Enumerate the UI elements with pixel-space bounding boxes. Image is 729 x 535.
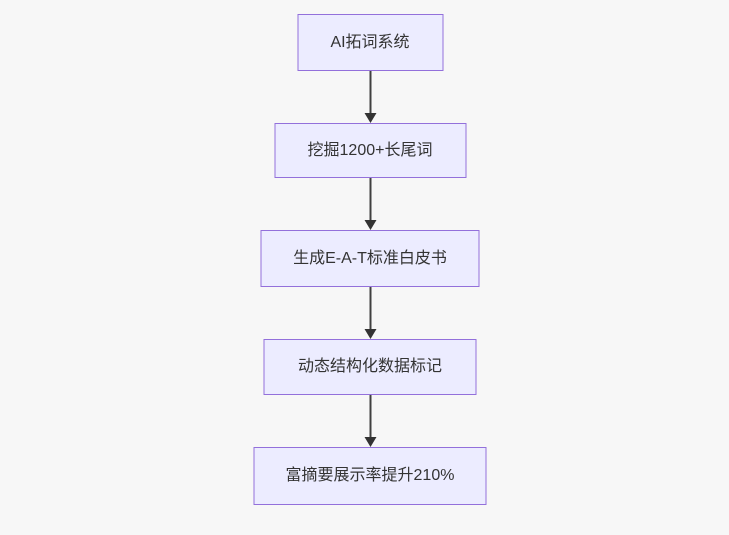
arrowhead-down-icon: [364, 329, 376, 339]
flow-node-eat-whitepaper-generation: 生成E-A-T标准白皮书: [260, 230, 480, 287]
arrow-line: [369, 71, 371, 114]
arrow-line: [369, 395, 371, 438]
flow-node-ai-word-expansion-system: AI拓词系统: [297, 14, 443, 71]
flow-node-dynamic-structured-data-markup: 动态结构化数据标记: [263, 339, 477, 395]
arrow-line: [369, 287, 371, 330]
flow-node-longtail-keyword-mining: 挖掘1200+长尾词: [274, 123, 466, 178]
arrowhead-down-icon: [364, 113, 376, 123]
flow-edge-c-d: [364, 287, 376, 339]
flow-edge-a-b: [364, 71, 376, 123]
flow-node-label: 挖掘1200+长尾词: [307, 141, 433, 159]
flowchart: AI拓词系统 挖掘1200+长尾词 生成E-A-T标准白皮书 动态结构化数据标记…: [253, 14, 487, 505]
flow-node-label: 富摘要展示率提升210%: [285, 467, 455, 485]
flow-edge-b-c: [364, 178, 376, 230]
arrowhead-down-icon: [364, 220, 376, 230]
flow-node-label: 动态结构化数据标记: [297, 358, 442, 376]
arrowhead-down-icon: [364, 437, 376, 447]
arrow-line: [369, 178, 371, 221]
flow-edge-d-e: [364, 395, 376, 447]
flow-node-label: 生成E-A-T标准白皮书: [293, 249, 447, 267]
flow-node-label: AI拓词系统: [330, 33, 410, 51]
flow-node-rich-snippet-rate-increase: 富摘要展示率提升210%: [253, 447, 487, 505]
